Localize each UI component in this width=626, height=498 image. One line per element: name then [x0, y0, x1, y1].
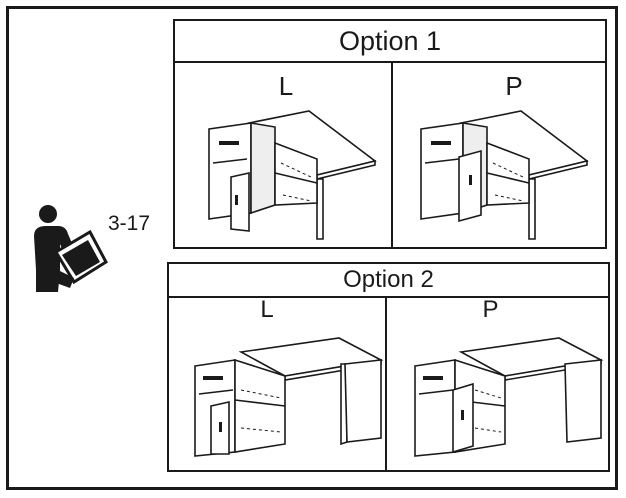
option-1-right-label: P: [505, 71, 523, 101]
desk-left-long-illustration: [194, 337, 384, 457]
option-2-right-panel: P: [387, 298, 608, 470]
desk-left-illustration: [208, 110, 377, 240]
manual-reference: 3-17: [30, 200, 160, 295]
reference-number: 3-17: [108, 212, 151, 235]
option-2-divider: [385, 298, 387, 470]
option-2-box: Option 2 L P: [167, 262, 610, 472]
option-1-title: Option 1: [175, 21, 605, 63]
option-1-left-label: L: [278, 71, 294, 101]
option-1-left-panel: L: [175, 63, 391, 247]
option-2-left-label: L: [260, 296, 274, 323]
desk-right-illustration: [420, 110, 589, 240]
desk-right-long-illustration: [414, 337, 604, 457]
option-2-right-label: P: [482, 296, 499, 323]
option-1-right-panel: P: [393, 63, 605, 247]
option-2-left-panel: L: [169, 298, 385, 470]
option-1-box: Option 1 L P: [173, 19, 607, 249]
instruction-panel: [6, 6, 618, 490]
reading-manual-icon: [34, 205, 108, 292]
option-2-title: Option 2: [169, 264, 608, 298]
option-1-divider: [391, 63, 393, 247]
